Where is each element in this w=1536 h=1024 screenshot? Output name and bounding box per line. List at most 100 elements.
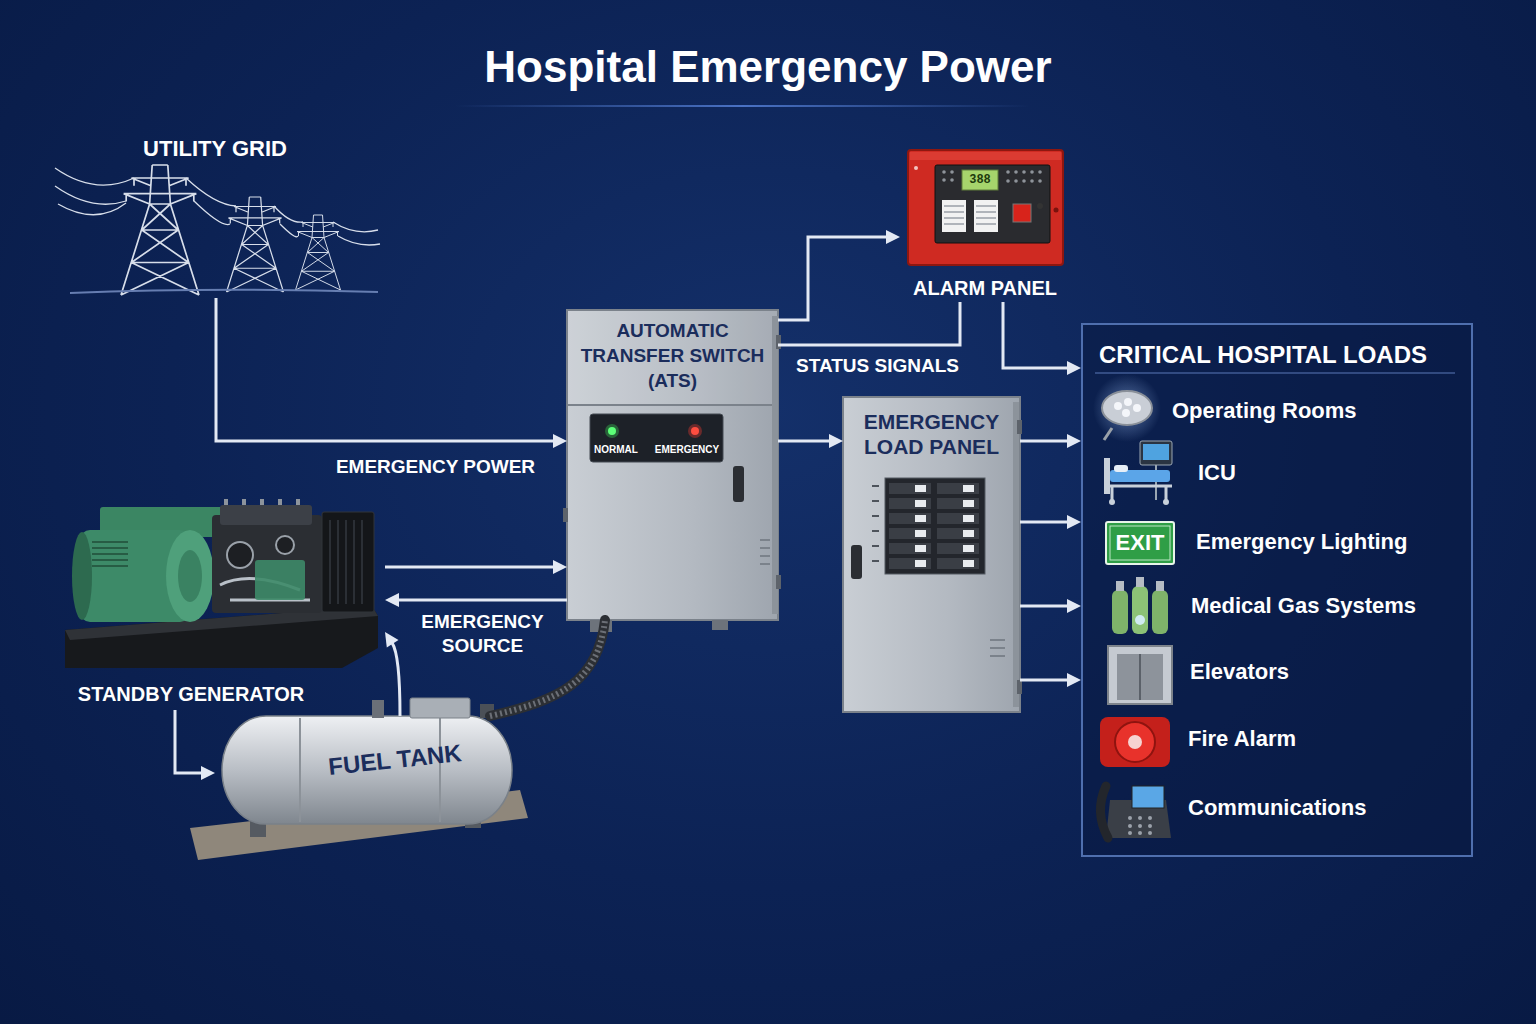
arrow-head — [1067, 515, 1081, 529]
elevator-icon-part — [1117, 654, 1139, 700]
critical-loads-panel — [1081, 323, 1473, 857]
generator-illustration-part — [322, 512, 374, 612]
ats-cabinet-part — [691, 427, 699, 435]
alarm-panel-cabinet-part-part — [1022, 179, 1026, 183]
medical-gas-icon-part — [1136, 577, 1144, 587]
arrow-head — [385, 632, 399, 648]
alarm-panel-cabinet-part — [935, 165, 1050, 243]
generator-illustration-part — [220, 505, 312, 525]
exit-sign-icon — [1106, 522, 1174, 564]
connector-arrow — [175, 710, 215, 780]
medical-gas-icon-part — [1135, 615, 1145, 625]
node-heading: AUTOMATIC TRANSFER SWITCH (ATS) — [570, 318, 775, 393]
ats-cabinet-part — [605, 424, 619, 438]
connector-arrow — [1020, 673, 1081, 687]
generator-illustration-part — [212, 515, 322, 613]
load-panel-cabinet-part — [851, 545, 862, 579]
connector-line — [778, 440, 830, 443]
fire-alarm-bell-icon-part — [1128, 735, 1142, 749]
arrow-head — [1067, 361, 1081, 375]
title-underline-part — [455, 105, 1030, 107]
load-item: Medical Gas Systems — [1191, 592, 1416, 620]
alarm-panel-cabinet — [908, 150, 1063, 265]
ats-cabinet-part — [772, 316, 778, 614]
alarm-panel-cabinet-part — [1037, 203, 1043, 209]
connector-label: STATUS SIGNALS — [790, 355, 965, 377]
fire-alarm-bell-icon-part — [1100, 717, 1170, 767]
ats-cabinet-part — [590, 414, 723, 462]
box-heading: CRITICAL HOSPITAL LOADS — [1099, 340, 1463, 370]
connector-line — [1003, 302, 1068, 368]
arrow-head — [829, 434, 843, 448]
elevator-icon-part — [1139, 654, 1141, 700]
alarm-panel-cabinet-part-part — [1006, 170, 1010, 174]
load-panel-cabinet-part — [990, 640, 1005, 656]
fuel-tank-illustration-part — [410, 698, 470, 718]
connector-line — [778, 237, 887, 320]
telephone-icon-part-part — [1128, 824, 1132, 828]
load-item: Fire Alarm — [1188, 725, 1296, 753]
connector-line — [398, 599, 567, 602]
telephone-icon-part-part — [1148, 816, 1152, 820]
load-panel-cabinet — [843, 397, 1022, 712]
arrow-head — [553, 560, 567, 574]
alarm-panel-cabinet-part-part — [1014, 170, 1018, 174]
surgical-lamp-icon-part — [1102, 391, 1152, 425]
connector-line — [392, 643, 400, 716]
transfer-switch-cabinet: AUTOMATIC TRANSFER SWITCH (ATS) NORMALEME… — [567, 310, 778, 620]
telephone-icon-part — [1132, 786, 1164, 808]
icu-bed-icon-part — [1104, 458, 1110, 494]
node-heading: ALARM PANEL — [900, 276, 1070, 300]
icu-bed-icon-part — [1143, 444, 1169, 460]
connector-arrow — [778, 434, 843, 448]
connector-line — [778, 302, 960, 345]
load-item: ICU — [1198, 459, 1236, 487]
fuel-tank-illustration-part — [372, 700, 384, 718]
ats-cabinet-part — [712, 620, 728, 630]
ats-cabinet-part — [568, 311, 777, 405]
indicator-panel: NORMALEMERGENCY — [590, 414, 728, 462]
power-towers-part — [296, 215, 341, 290]
alarm-panel-cabinet-part — [942, 200, 966, 232]
connector-line — [1020, 679, 1068, 682]
elevator-icon-part — [1108, 646, 1172, 704]
telephone-icon — [1100, 786, 1171, 838]
generator-illustration-part — [276, 536, 294, 554]
ats-cabinet-part — [567, 404, 778, 406]
connector-label: EMERGENCY POWER — [328, 456, 543, 478]
fuel-hose — [490, 620, 605, 716]
connector-arrow — [1020, 599, 1081, 613]
alarm-panel-cabinet-part-part — [1038, 179, 1042, 183]
icu-bed-icon-part — [1109, 499, 1115, 505]
medical-gas-icon-part — [1156, 581, 1164, 591]
critical-loads-panel-part — [1095, 373, 1455, 374]
fire-alarm-bell-icon-part — [1115, 722, 1155, 762]
connector-arrow — [1003, 302, 1081, 375]
alarm-panel-cabinet-part — [914, 166, 918, 170]
icu-bed-icon — [1104, 441, 1172, 505]
display-readout: 388 — [962, 172, 998, 188]
arrow-head — [886, 230, 900, 244]
telephone-icon-part-part — [1138, 831, 1142, 835]
alarm-panel-cabinet-part-part — [942, 170, 946, 174]
standby-generator: STANDBY GENERATOR — [60, 498, 385, 710]
alarm-panel-cabinet-part-part — [942, 178, 946, 182]
ats-cabinet-part — [776, 575, 781, 589]
medical-gas-icon-part — [1112, 590, 1128, 634]
icu-bed-icon-part — [1163, 499, 1169, 505]
fuel-tank-illustration-part — [222, 716, 512, 824]
alarm-panel-cabinet-part — [910, 152, 1061, 160]
power-towers-part — [227, 197, 284, 292]
alarm-panel-cabinet-part — [908, 150, 1063, 265]
load-panel-cabinet: EMERGENCY LOAD PANEL — [843, 397, 1020, 712]
load-item: Emergency Lighting — [1196, 528, 1407, 556]
alarm-panel-cabinet-part-part — [1006, 179, 1010, 183]
node-heading: UTILITY GRID — [115, 136, 315, 162]
icu-bed-icon-part — [1114, 465, 1128, 472]
indicator-label: NORMAL — [591, 444, 641, 456]
telephone-icon-part-part — [1128, 831, 1132, 835]
critical-loads-panel-part — [1081, 323, 1473, 857]
generator-illustration-part — [178, 550, 202, 602]
ats-cabinet-part — [760, 540, 770, 564]
